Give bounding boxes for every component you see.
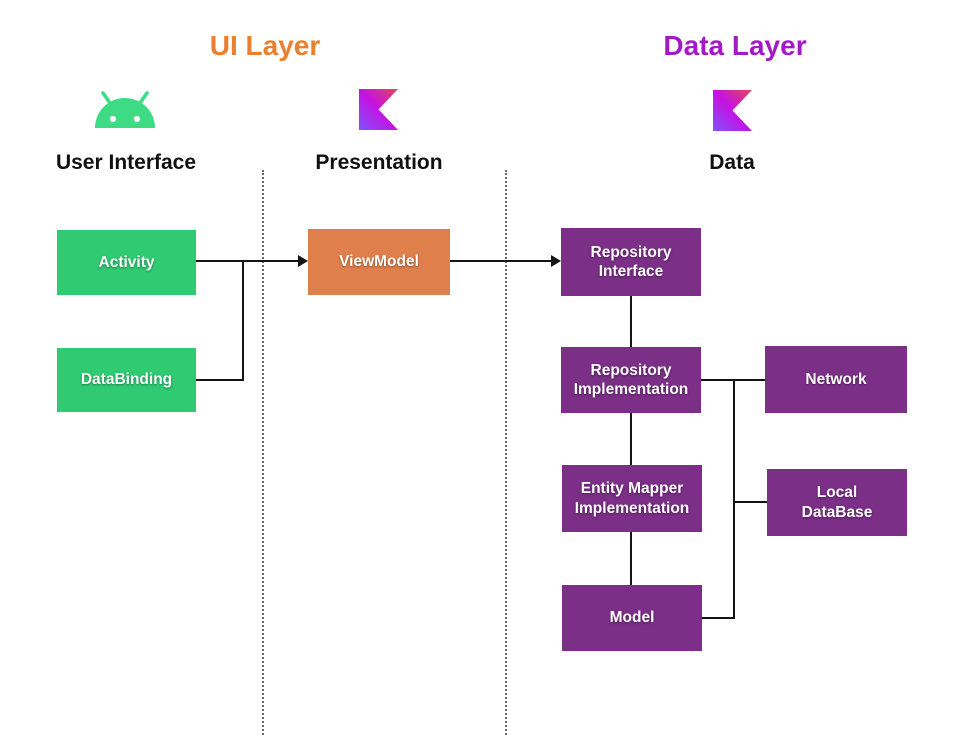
edge-databinding-to-junction — [196, 379, 244, 381]
edge-entity-mapper-to-model — [630, 532, 632, 585]
column-divider — [505, 170, 507, 735]
node-repository-interface: Repository Interface — [561, 228, 701, 296]
edge-right-bus — [733, 380, 735, 619]
kotlin-icon — [359, 89, 398, 130]
node-databinding: DataBinding — [57, 348, 196, 412]
arrowhead-into-repository-interface — [551, 255, 561, 267]
edge-bus-to-local-database — [735, 501, 767, 503]
arrowhead-into-viewmodel — [298, 255, 308, 267]
data-layer-title: Data Layer — [663, 30, 807, 61]
node-local-database: Local DataBase — [767, 469, 907, 536]
edge-implementation-to-entity-mapper — [630, 413, 632, 465]
ui-layer-title: UI Layer — [209, 30, 321, 61]
node-entity-mapper-implementation: Entity Mapper Implementation — [562, 465, 702, 532]
column-label-user-interface: User Interface — [55, 151, 197, 174]
edge-repository-interface-to-implementation — [630, 296, 632, 347]
edge-databinding-junction — [242, 261, 244, 380]
android-robot-icon — [95, 91, 155, 128]
edge-viewmodel-to-repository-interface — [450, 260, 552, 262]
edge-activity-to-viewmodel — [196, 260, 299, 262]
node-repository-implementation: Repository Implementation — [561, 347, 701, 413]
node-activity: Activity — [57, 230, 196, 295]
node-viewmodel: ViewModel — [308, 229, 450, 295]
column-label-data: Data — [709, 151, 755, 174]
node-network: Network — [765, 346, 907, 413]
column-label-presentation: Presentation — [315, 151, 443, 174]
edge-bus-to-model — [702, 617, 735, 619]
kotlin-icon — [713, 90, 752, 131]
column-divider — [262, 170, 264, 735]
node-model: Model — [562, 585, 702, 651]
